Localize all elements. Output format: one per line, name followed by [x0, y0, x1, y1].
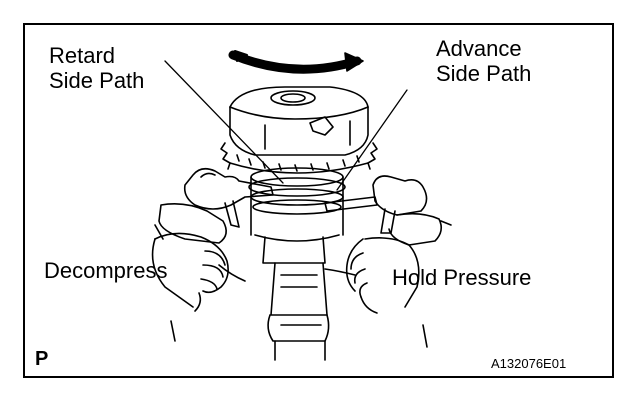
advance-label-line1: Advance	[436, 36, 522, 61]
leader-lines	[164, 60, 408, 191]
camshaft-body	[262, 236, 330, 361]
advance-side-path-label: Advance Side Path	[436, 36, 531, 86]
decompress-label: Decompress	[44, 258, 168, 283]
retard-label-line2: Side Path	[49, 68, 145, 93]
left-air-gun	[154, 167, 274, 244]
vvt-sprocket	[220, 86, 378, 174]
hold-pressure-label: Hold Pressure	[392, 265, 532, 290]
figure-code-label: A132076E01	[491, 356, 567, 371]
right-hand	[324, 237, 428, 348]
camshaft-journal	[248, 167, 346, 242]
retard-label-line1: Retard	[49, 43, 116, 68]
camshaft-illustration	[151, 50, 452, 361]
right-air-gun	[324, 175, 452, 246]
left-hand	[151, 232, 246, 342]
view-letter-label: P	[35, 348, 49, 370]
retard-side-path-label: Retard Side Path	[49, 43, 144, 93]
rotation-arrow-icon	[228, 50, 364, 74]
figure-frame: Retard Side Path Advance Side Path Decom…	[23, 23, 614, 378]
advance-label-line2: Side Path	[436, 61, 532, 86]
